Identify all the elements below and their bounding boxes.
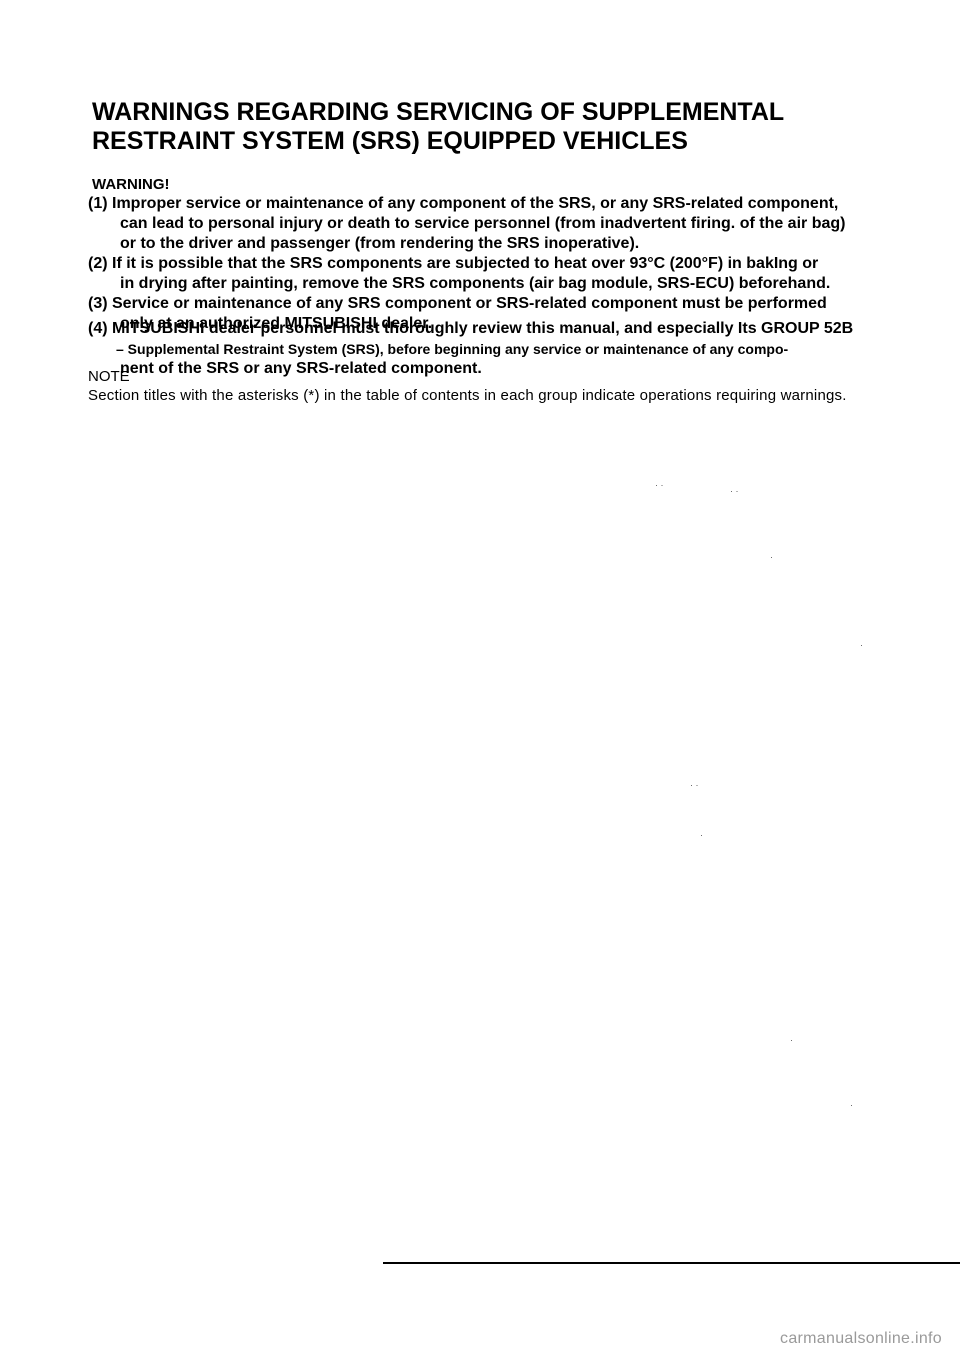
warning-item-1: (1) Improper service or maintenance of a… <box>88 194 938 254</box>
warning-item-4-line-3: nent of the SRS or any SRS-related compo… <box>120 360 482 377</box>
page-title: WARNINGS REGARDING SERVICING OF SUPPLEME… <box>92 98 892 156</box>
page-title-line-2: RESTRAINT SYSTEM (SRS) EQUIPPED VEHICLES <box>92 127 688 155</box>
scan-speck: · <box>770 552 773 562</box>
note-text: Section titles with the asterisks (*) in… <box>88 387 847 404</box>
note-label: NOTE <box>88 368 130 385</box>
warning-item-3: (3) Service or maintenance of any SRS co… <box>88 294 938 334</box>
scan-speck: · · <box>730 486 739 496</box>
warning-item-1-line-2: can lead to personal injury or death to … <box>120 215 846 232</box>
warning-item-1-line-3: or to the driver and passenger (from ren… <box>120 235 640 252</box>
scan-speck: · · <box>655 480 664 490</box>
scan-speck: · <box>860 640 863 650</box>
footer-rule <box>383 1262 960 1264</box>
warning-item-4-line-2: – Supplemental Restraint System (SRS), b… <box>116 341 789 357</box>
warning-item-4-line-1: (4) MITSUBISHI dealer personnel must tho… <box>88 320 854 337</box>
warning-label: WARNING! <box>92 176 170 193</box>
scan-speck: · <box>790 1035 793 1045</box>
warning-item-2-line-1: (2) If it is possible that the SRS compo… <box>88 255 819 272</box>
warning-item-3-line-2: only at an authorized MITSUBISHI dealer. <box>120 315 433 332</box>
warning-item-1-line-1: (1) Improper service or maintenance of a… <box>88 195 839 212</box>
warning-item-4: (4) MITSUBISHI dealer personnel must tho… <box>88 319 938 379</box>
page-title-line-1: WARNINGS REGARDING SERVICING OF SUPPLEME… <box>92 98 785 126</box>
warning-item-2-line-2: in drying after painting, remove the SRS… <box>120 275 831 292</box>
warning-item-3-line-1: (3) Service or maintenance of any SRS co… <box>88 295 827 312</box>
scan-speck: · · <box>690 780 699 790</box>
scan-speck: · <box>850 1100 853 1110</box>
footer-watermark: carmanualsonline.info <box>780 1330 942 1347</box>
warning-item-2: (2) If it is possible that the SRS compo… <box>88 254 938 294</box>
scan-speck: · <box>700 830 703 840</box>
